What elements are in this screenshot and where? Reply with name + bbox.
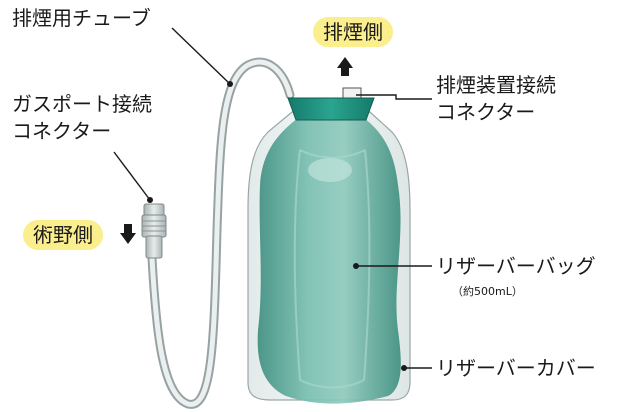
exhaust-arrow-icon	[337, 57, 353, 76]
gas-port-connector-label-line1: ガスポート接続	[12, 92, 152, 116]
reservoir-bag	[257, 118, 401, 404]
reservoir-cover-dot	[401, 365, 407, 371]
surgical-side-badge: 術野側	[23, 220, 103, 250]
reservoir-bag-volume-label: （約500mL）	[452, 285, 523, 298]
exhaust-device-connector-label-line2: コネクター	[436, 100, 536, 124]
reservoir-bag-label: リザーバーバッグ	[436, 254, 596, 278]
exhaust-tube-leader	[171, 27, 231, 85]
exhaust-device-connector	[287, 87, 375, 121]
reservoir-bag-dot	[353, 263, 359, 269]
exhaust-device-connector-label-line1: 排煙装置接続	[436, 73, 556, 97]
gas-port-connector-label-line2: コネクター	[12, 119, 112, 143]
exhaust-side-badge: 排煙側	[313, 17, 393, 47]
exhaust-tube-dot	[227, 81, 233, 87]
leader-lines	[113, 27, 432, 369]
exhaust-device-connector-leader	[356, 94, 432, 100]
surgical-arrow-icon	[120, 224, 136, 244]
gas-port-connector-leader	[113, 151, 151, 201]
reservoir-cover-label: リザーバーカバー	[436, 356, 596, 380]
exhaust-tube	[147, 57, 295, 409]
gas-port-connector	[141, 203, 167, 259]
exhaust-tube-label: 排煙用チューブ	[12, 6, 151, 30]
gas-port-connector-dot	[147, 197, 153, 203]
